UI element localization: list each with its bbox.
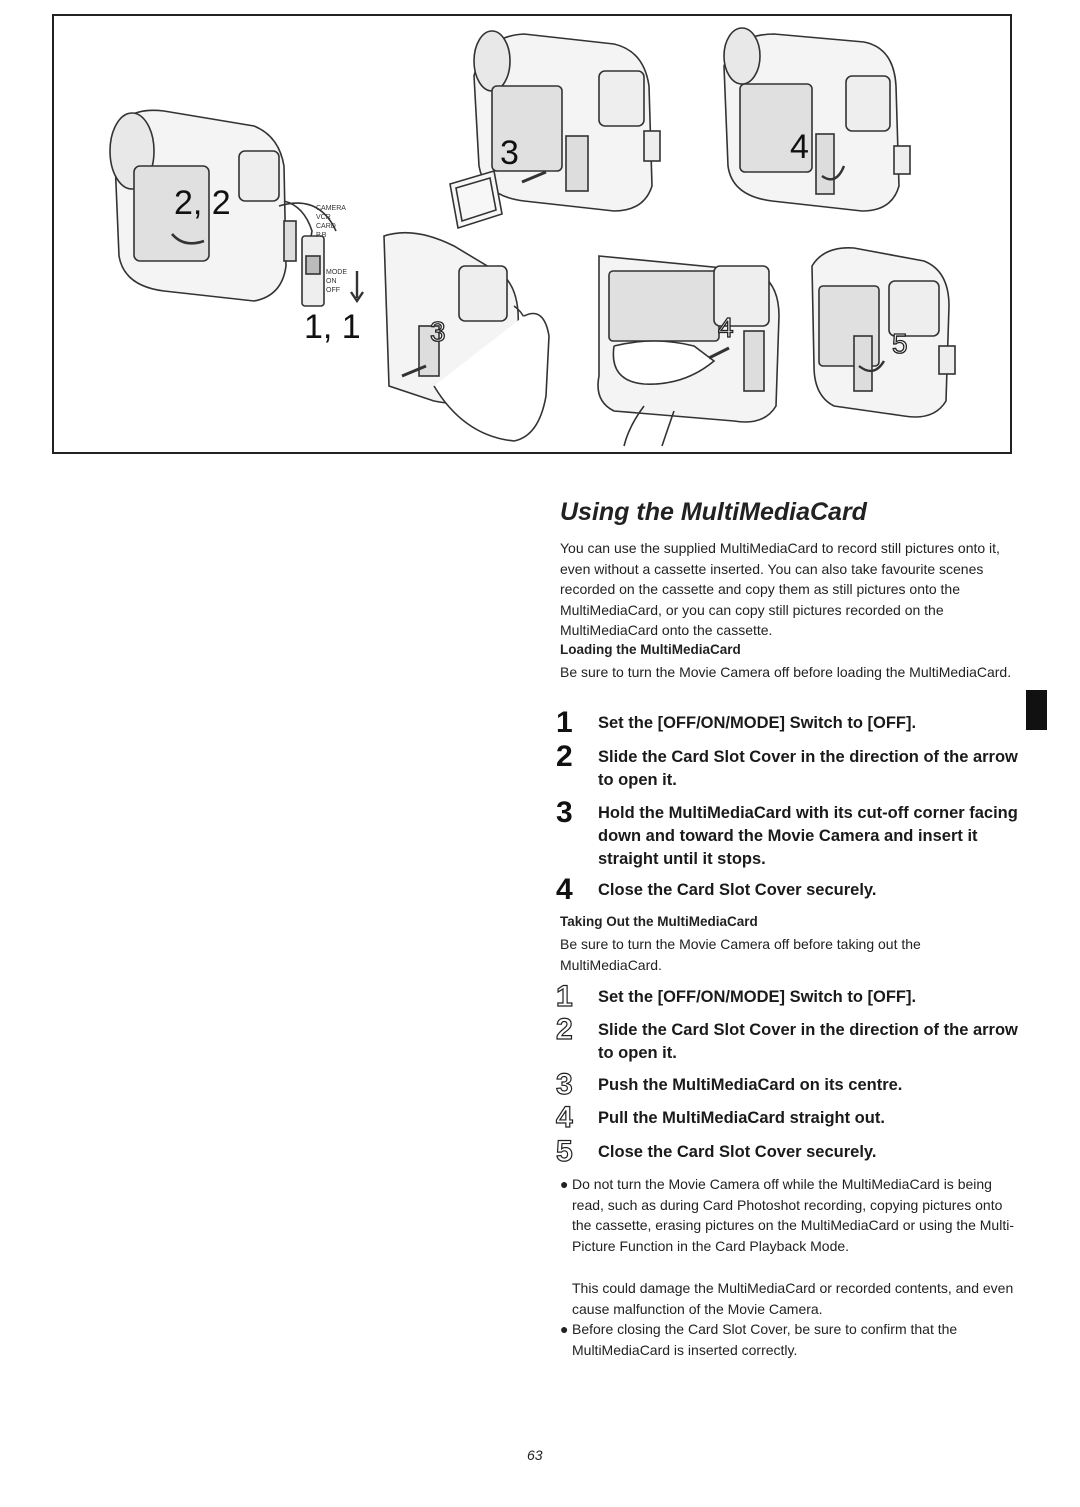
camera-bottom-left-drawing	[383, 231, 550, 442]
step-text: Push the MultiMediaCard on its centre.	[598, 1076, 903, 1094]
bullet-mark: ●	[560, 1321, 569, 1337]
camera-bottom-middle-drawing	[597, 255, 780, 447]
step-number: 2	[555, 1012, 573, 1046]
loading-heading: Loading the MultiMediaCard	[560, 642, 741, 657]
step-number: 4	[555, 1100, 573, 1134]
figure-label-step-1-pair: 1, 1	[304, 308, 361, 346]
camera-illustrations	[109, 27, 956, 447]
step-number: 5	[555, 1134, 573, 1168]
step-text: Close the Card Slot Cover securely.	[598, 881, 877, 899]
figure-label-step-2-pair: 2, 2	[174, 184, 231, 222]
note-continuation: This could damage the MultiMediaCard or …	[572, 1280, 1014, 1317]
page-number: 63	[527, 1447, 543, 1463]
step-text: Close the Card Slot Cover securely.	[598, 1143, 877, 1161]
step-text: Set the [OFF/ON/MODE] Switch to [OFF].	[598, 714, 917, 732]
note-text: Do not turn the Movie Camera off while t…	[572, 1176, 1014, 1254]
note-text: Before closing the Card Slot Cover, be s…	[572, 1321, 958, 1358]
step-number: 1	[555, 979, 573, 1013]
figure-label-step-3: 3	[500, 134, 519, 172]
step-number: 1	[556, 706, 573, 739]
loading-note: Be sure to turn the Movie Camera off bef…	[560, 664, 1012, 680]
step-text: Slide the Card Slot Cover in the directi…	[598, 1021, 1018, 1062]
switch-labels-upper: CAMERA VCR CARD P.B	[316, 205, 346, 239]
switch-drawing	[278, 202, 364, 307]
step-number: 3	[555, 1067, 573, 1101]
camera-left-drawing	[109, 109, 313, 302]
intro-paragraph: You can use the supplied MultiMediaCard …	[560, 540, 1000, 638]
figure-label-outline-step-4: 4	[717, 311, 734, 343]
step-number: 3	[556, 796, 573, 829]
figure-label-outline-step-5: 5	[891, 327, 908, 359]
section-tab-marker	[1026, 690, 1047, 730]
taking-out-heading: Taking Out the MultiMediaCard	[560, 914, 758, 929]
section-title: Using the MultiMediaCard	[560, 498, 867, 526]
step-number: 4	[556, 873, 573, 906]
switch-labels-lower: MODE ON OFF	[326, 269, 347, 294]
taking-out-note: Be sure to turn the Movie Camera off bef…	[560, 936, 921, 973]
step-number: 2	[556, 740, 573, 773]
camera-top-middle-drawing	[473, 30, 661, 212]
step-text: Slide the Card Slot Cover in the directi…	[598, 748, 1018, 789]
bullet-mark: ●	[560, 1176, 569, 1192]
figure-label-step-4: 4	[790, 128, 809, 166]
card-drawing	[449, 169, 547, 230]
figure-label-outline-step-3: 3	[429, 315, 446, 347]
camera-bottom-right-drawing	[811, 247, 956, 418]
step-text: Pull the MultiMediaCard straight out.	[598, 1109, 885, 1127]
step-text: Hold the MultiMediaCard with its cut-off…	[598, 804, 1018, 868]
camera-top-right-drawing	[723, 27, 911, 212]
step-text: Set the [OFF/ON/MODE] Switch to [OFF].	[598, 988, 917, 1006]
illustration-panel: 2, 2 1, 1 3 4 3 4 5 CAMERA VCR CARD P.B …	[52, 14, 1012, 454]
